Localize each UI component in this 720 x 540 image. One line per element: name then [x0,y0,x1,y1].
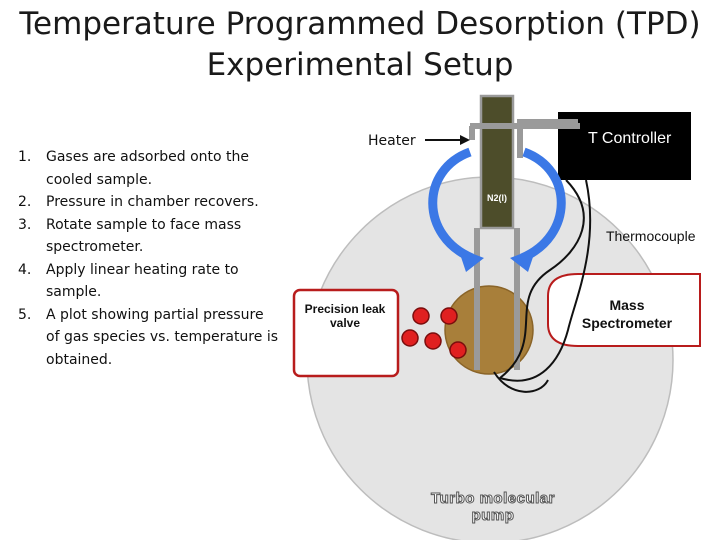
thermocouple-wire-loop [493,371,549,393]
gas-molecule [412,307,430,325]
title-line-1: Temperature Programmed Desorption (TPD) [19,6,701,42]
gas-molecule [440,307,458,325]
step-item: 1. Gases are adsorbed onto the cooled sam… [8,146,278,191]
step-number: 2. [18,194,32,210]
leak-valve-label: Precision leak valve [304,302,386,330]
thermocouple-wire [497,179,592,382]
procedure-steps: 1. Gases are adsorbed onto the cooled sam… [8,146,278,371]
title-line-2: Experimental Setup [206,47,514,83]
step-item: 5. A plot showing partial pressure of gas… [8,304,278,372]
rotation-arrowhead-right [510,248,536,272]
leak-valve-box [292,288,400,378]
page-title: Temperature Programmed Desorption (TPD) … [0,4,720,86]
step-item: 4. Apply linear heating rate to sample. [8,259,278,304]
n2-label: N2(l) [487,193,507,203]
step-number: 5. [18,306,32,323]
n2-dewar-rod [479,94,515,230]
rotation-arrow-left [428,147,474,263]
mass-spectrometer-box [547,273,701,347]
gas-molecule [401,329,419,347]
pump-label: Turbo molecular pump [431,490,555,525]
step-number: 4. [18,261,32,278]
thermocouple-label: Thermocouple [606,228,696,244]
t-controller-label: T Controller [588,130,672,147]
t-controller-box [558,112,691,180]
step-text: Pressure in chamber recovers. [46,194,259,210]
step-number: 1. [18,149,32,165]
step-text: Rotate sample to face mass spectrometer. [46,216,242,256]
rotation-arrow-right [520,147,566,263]
gas-molecule [424,332,442,350]
step-text: Gases are adsorbed onto the cooled sampl… [46,149,250,188]
sample [444,285,534,375]
rotation-arrowhead-left [458,248,484,272]
gas-molecule [449,341,467,359]
mass-spectrometer-label: Mass Spectrometer [581,297,673,331]
step-text: A plot showing partial pressure of gas s… [46,306,279,368]
heater-bracket [517,119,578,158]
step-item: 3. Rotate sample to face mass spectromete… [8,214,278,259]
step-item: 2. Pressure in chamber recovers. [8,191,278,214]
step-text: Apply linear heating rate to sample. [46,261,239,301]
heater-label: Heater [368,133,416,149]
step-number: 3. [18,216,32,233]
